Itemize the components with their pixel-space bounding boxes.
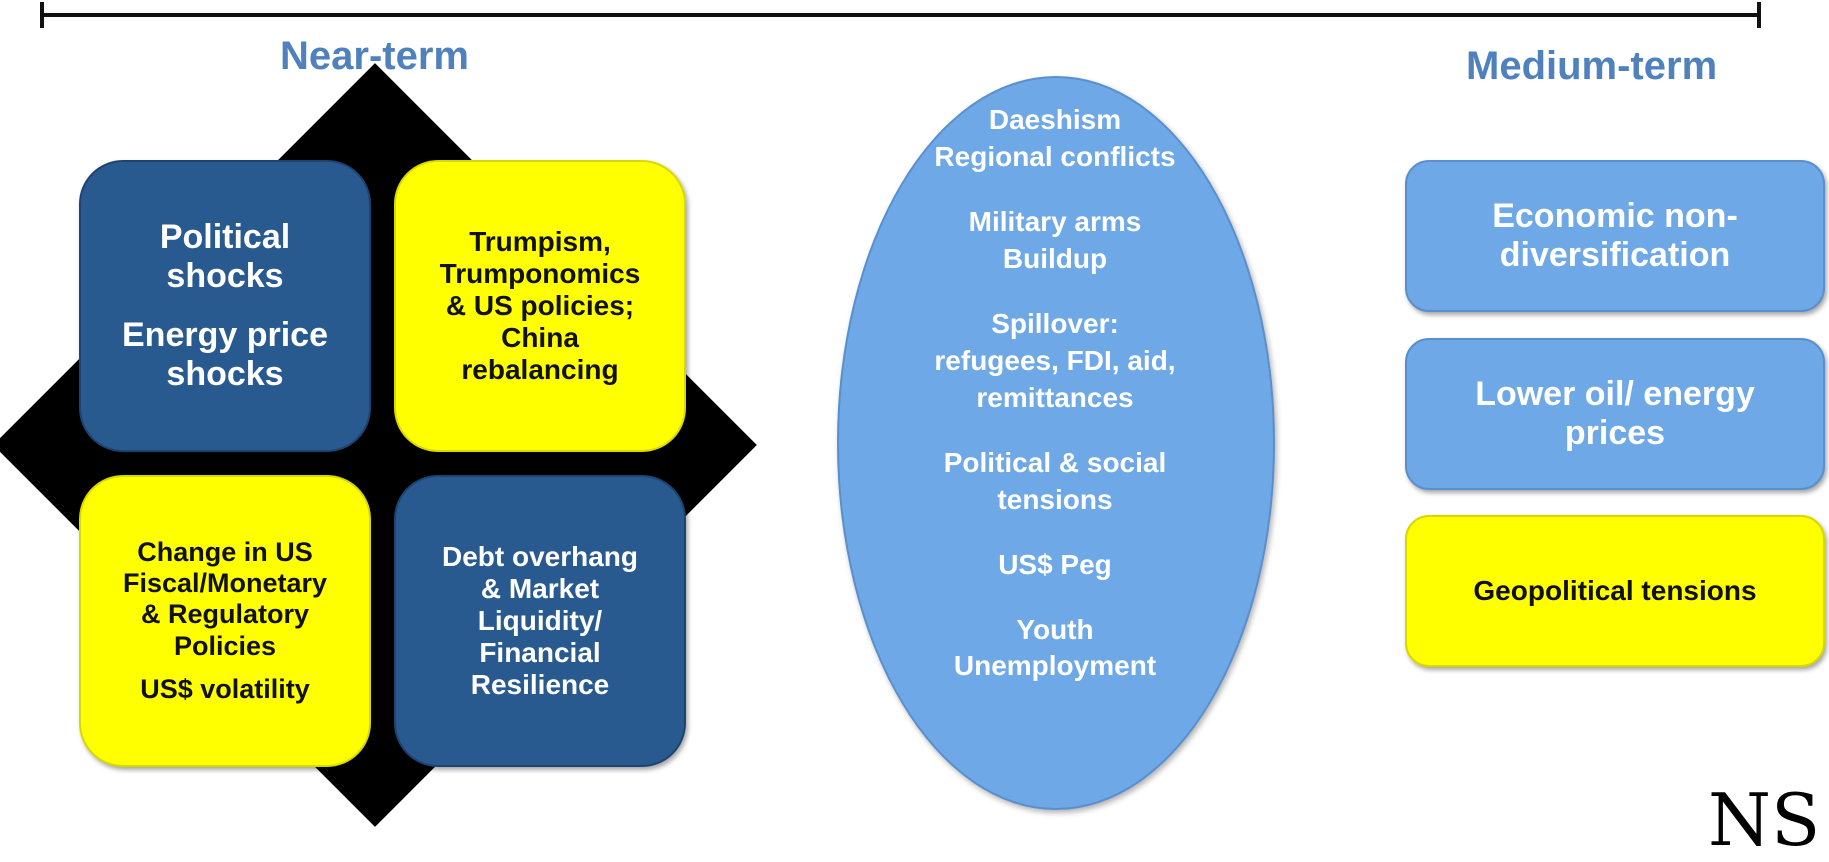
box-text-line: shocks — [166, 355, 284, 394]
debt-overhang-box: Debt overhang & Market Liquidity/ Financ… — [394, 475, 686, 767]
box-text-line: Trumponomics — [439, 257, 641, 289]
oval-text-line: Military arms — [968, 205, 1142, 237]
logo: NS — [1708, 778, 1821, 862]
box-text-line: prices — [1564, 414, 1666, 452]
oval-item: Daeshism Regional conflicts — [900, 102, 1210, 176]
box-text-line: Fiscal/Monetary — [122, 568, 328, 599]
oval-text-line: tensions — [997, 483, 1113, 515]
lower-oil-prices-box: Lower oil/ energy prices — [1405, 338, 1825, 490]
trumpism-china-box: Trumpism, Trumponomics & US policies; Ch… — [394, 160, 686, 452]
box-text-line: Policies — [173, 630, 277, 661]
regional-risks-oval — [837, 76, 1275, 810]
political-energy-shocks-box: Political shocks Energy price shocks — [79, 160, 371, 452]
oval-text-line: Regional conflicts — [934, 140, 1176, 172]
box-text-line: Energy price — [122, 316, 328, 354]
box-text-line: & Market — [480, 572, 600, 604]
box-text-line: US$ volatility — [140, 673, 310, 704]
timeline-start-cap — [40, 2, 44, 28]
box-text-line: Change in US — [137, 537, 313, 568]
timeline-line — [40, 13, 1760, 17]
oval-text-line: Buildup — [1002, 242, 1108, 274]
regional-risks-list: Daeshism Regional conflicts Military arm… — [900, 102, 1210, 685]
medium-term-heading: Medium-term — [1466, 44, 1718, 88]
oval-text-line: Daeshism — [988, 104, 1122, 135]
timeline-end-cap — [1757, 2, 1761, 28]
box-text-line: shocks — [166, 256, 284, 295]
oval-text-line: US$ Peg — [998, 548, 1112, 580]
box-text-line: rebalancing — [461, 354, 619, 386]
box-text-line: Economic non- — [1492, 196, 1738, 235]
box-text-line: Debt overhang — [441, 540, 639, 572]
box-text-line: Geopolitical tensions — [1473, 574, 1757, 606]
oval-text-line: refugees, FDI, aid, — [934, 344, 1176, 376]
oval-text-line: Political & social — [943, 446, 1167, 478]
oval-item: Youth Unemployment — [900, 612, 1210, 686]
box-text-line: Trumpism, — [469, 225, 611, 257]
oval-item: Military arms Buildup — [900, 204, 1210, 278]
box-text-line: China — [501, 322, 579, 354]
geopolitical-tensions-box: Geopolitical tensions — [1405, 515, 1825, 667]
oval-item: US$ Peg — [900, 547, 1210, 584]
box-text-line: Liquidity/ — [477, 604, 603, 636]
box-text-line: Financial — [479, 637, 601, 669]
box-text-line: & US policies; — [445, 289, 635, 321]
box-text-line: diversification — [1499, 236, 1731, 274]
oval-text-line: Unemployment — [953, 650, 1157, 682]
oval-text-line: remittances — [976, 381, 1134, 413]
oval-text-line: Youth — [1016, 613, 1094, 645]
oval-item: Political & social tensions — [900, 445, 1210, 519]
oval-text-line: Spillover: — [991, 307, 1119, 339]
box-text-line: Resilience — [470, 669, 610, 701]
box-text-line: & Regulatory — [140, 599, 310, 630]
box-text-line: Lower oil/ energy — [1475, 374, 1755, 413]
oval-item: Spillover: refugees, FDI, aid, remittanc… — [900, 306, 1210, 417]
box-text-line: Political — [159, 217, 291, 256]
economic-non-diversification-box: Economic non- diversification — [1405, 160, 1825, 312]
us-policy-change-box: Change in US Fiscal/Monetary & Regulator… — [79, 475, 371, 767]
